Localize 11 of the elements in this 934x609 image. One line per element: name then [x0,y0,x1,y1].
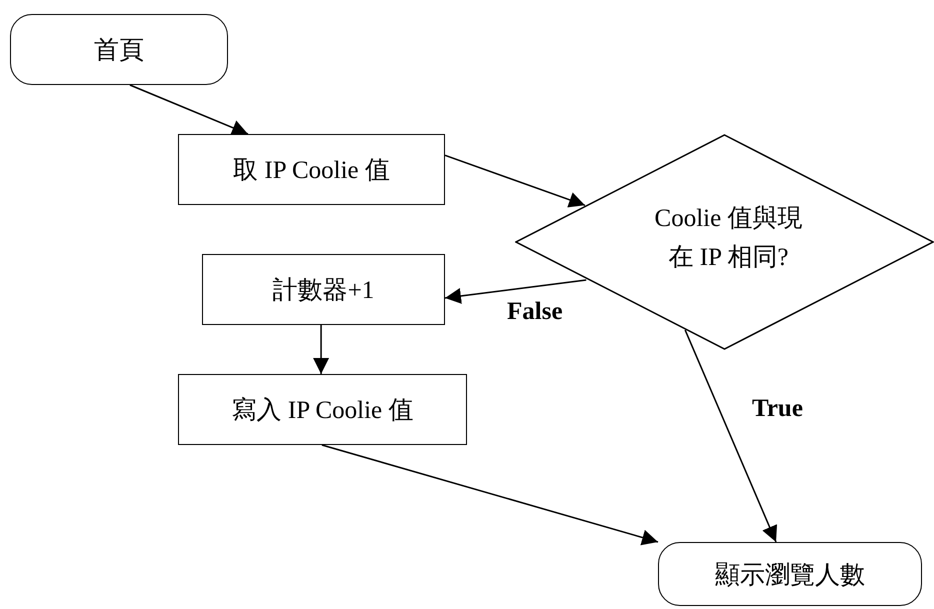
arrow [322,444,658,546]
process-box: 取 IP Coolie 值 [178,134,445,205]
process-box: 寫入 IP Coolie 值 [178,374,467,445]
arrow [444,154,586,208]
terminal-box: 首頁 [10,14,228,85]
arrow [684,330,778,542]
terminal-box: 顯示瀏覽人數 [658,542,922,606]
arrow [313,325,330,374]
arrow [130,84,248,136]
arrow [444,279,586,304]
process-box: 計數器+1 [202,254,445,325]
